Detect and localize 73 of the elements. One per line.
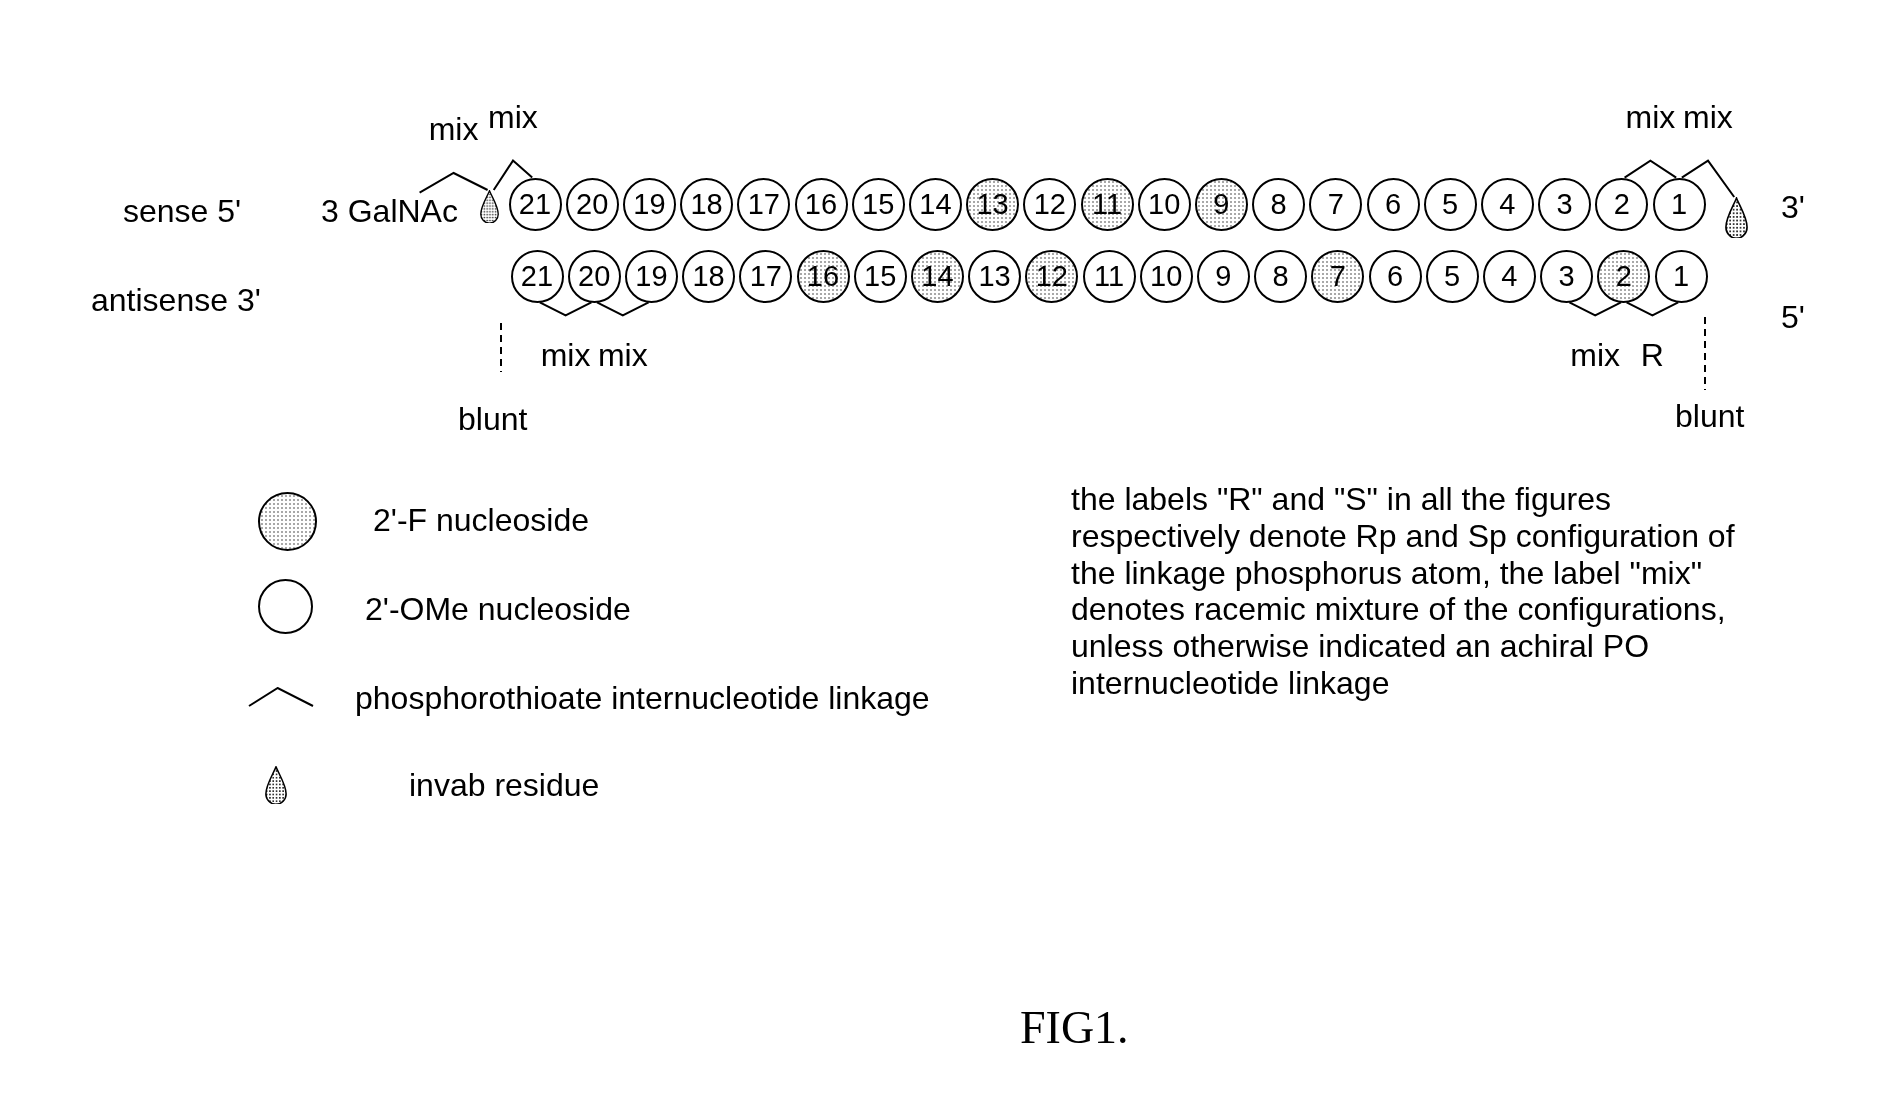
drop-icon	[480, 190, 499, 223]
linkage-chevron	[1568, 301, 1622, 317]
nucleoside-node: 1	[1654, 249, 1708, 303]
nucleoside-node: 7	[1309, 177, 1363, 231]
nucleoside-node: 18	[680, 177, 734, 231]
nucleoside-node: 9	[1196, 249, 1250, 303]
nucleoside-node: 6	[1368, 249, 1422, 303]
edge-label: mix	[1570, 336, 1621, 374]
nucleoside-node: 12	[1023, 177, 1077, 231]
edge-label: mix	[540, 336, 591, 374]
nucleoside-node: 3	[1540, 249, 1594, 303]
nucleoside-node: 15	[851, 177, 905, 231]
nucleoside-node: 1	[1652, 177, 1706, 231]
shaded-nucleoside-node: 9	[1194, 177, 1248, 231]
nucleoside-node: 19	[622, 177, 676, 231]
nucleoside-node: 18	[682, 249, 736, 303]
edge-label: mix	[1625, 98, 1676, 136]
blunt-label: blunt	[458, 400, 528, 438]
note-paragraph: the labels "R" and "S" in all the figures respectively denote Rp and Sp configuration of the linkage phosphorus atom, the label "mix" denotes racemic mixture of the configurations, unless otherwise indicated an achiral PO internucleotide linkage	[1071, 481, 1736, 702]
shaded-nucleoside-node: 16	[796, 249, 850, 303]
nucleoside-node: 5	[1425, 249, 1479, 303]
drop-icon	[1725, 197, 1748, 238]
nucleoside-node: 21	[508, 177, 562, 231]
edge-label: mix	[1683, 98, 1733, 136]
strand-label: sense 5'	[123, 192, 242, 230]
nucleoside-node: 4	[1480, 177, 1534, 231]
nucleoside-node: 17	[737, 177, 791, 231]
linkage-chevron	[596, 301, 650, 317]
legend-label: invab residue	[409, 766, 600, 804]
end-label: 3'	[1781, 188, 1805, 226]
nucleoside-node: 10	[1139, 249, 1193, 303]
nucleoside-node: 13	[968, 249, 1022, 303]
nucleoside-node: 8	[1254, 249, 1308, 303]
nucleoside-node: 6	[1366, 177, 1420, 231]
linkage-chevron	[1625, 301, 1680, 317]
shaded-nucleoside-node: 2	[1597, 249, 1651, 303]
linkage-chevron	[1623, 159, 1678, 179]
nucleoside-node: 4	[1482, 249, 1536, 303]
nucleoside-node: 10	[1137, 177, 1191, 231]
strand-label: antisense 3'	[91, 281, 261, 319]
legend-label: 2'-F nucleoside	[373, 501, 589, 539]
nucleoside-node: 14	[908, 177, 962, 231]
nucleoside-node: 8	[1252, 177, 1306, 231]
shaded-nucleoside-node: 11	[1080, 177, 1134, 231]
legend-label: 2'-OMe nucleoside	[365, 590, 631, 628]
linkage-chevron	[492, 159, 534, 191]
shaded-nucleoside-node: 13	[966, 177, 1020, 231]
nucleoside-node: 15	[853, 249, 907, 303]
linkage-chevron	[418, 171, 489, 194]
nucleoside-node: 20	[567, 249, 621, 303]
nucleoside-node: 2	[1595, 177, 1649, 231]
nucleoside-node: 3	[1538, 177, 1592, 231]
nucleoside-node: 19	[624, 249, 678, 303]
legend-label: phosphorothioate internucleotide linkage	[355, 679, 930, 717]
figure-caption: FIG1.	[1020, 1001, 1129, 1055]
linkage-chevron	[538, 301, 593, 317]
nucleoside-node: 5	[1423, 177, 1477, 231]
shaded-nucleoside-node: 7	[1311, 249, 1365, 303]
nucleoside-node: 21	[510, 249, 564, 303]
edge-label: mix	[428, 110, 479, 148]
edge-label: R	[1640, 336, 1664, 374]
edge-label: mix	[488, 98, 538, 136]
conjugate-label: 3 GalNAc	[321, 192, 458, 230]
blunt-label: blunt	[1675, 397, 1745, 435]
edge-label: mix	[597, 336, 648, 374]
nucleoside-node: 17	[739, 249, 793, 303]
nucleoside-node: 20	[565, 177, 619, 231]
nucleoside-node: 16	[794, 177, 848, 231]
linkage-chevron	[1680, 159, 1736, 198]
nucleoside-node: 11	[1082, 249, 1136, 303]
shaded-nucleoside-node: 14	[910, 249, 964, 303]
end-label: 5'	[1781, 298, 1805, 336]
shaded-nucleoside-node: 12	[1025, 249, 1079, 303]
